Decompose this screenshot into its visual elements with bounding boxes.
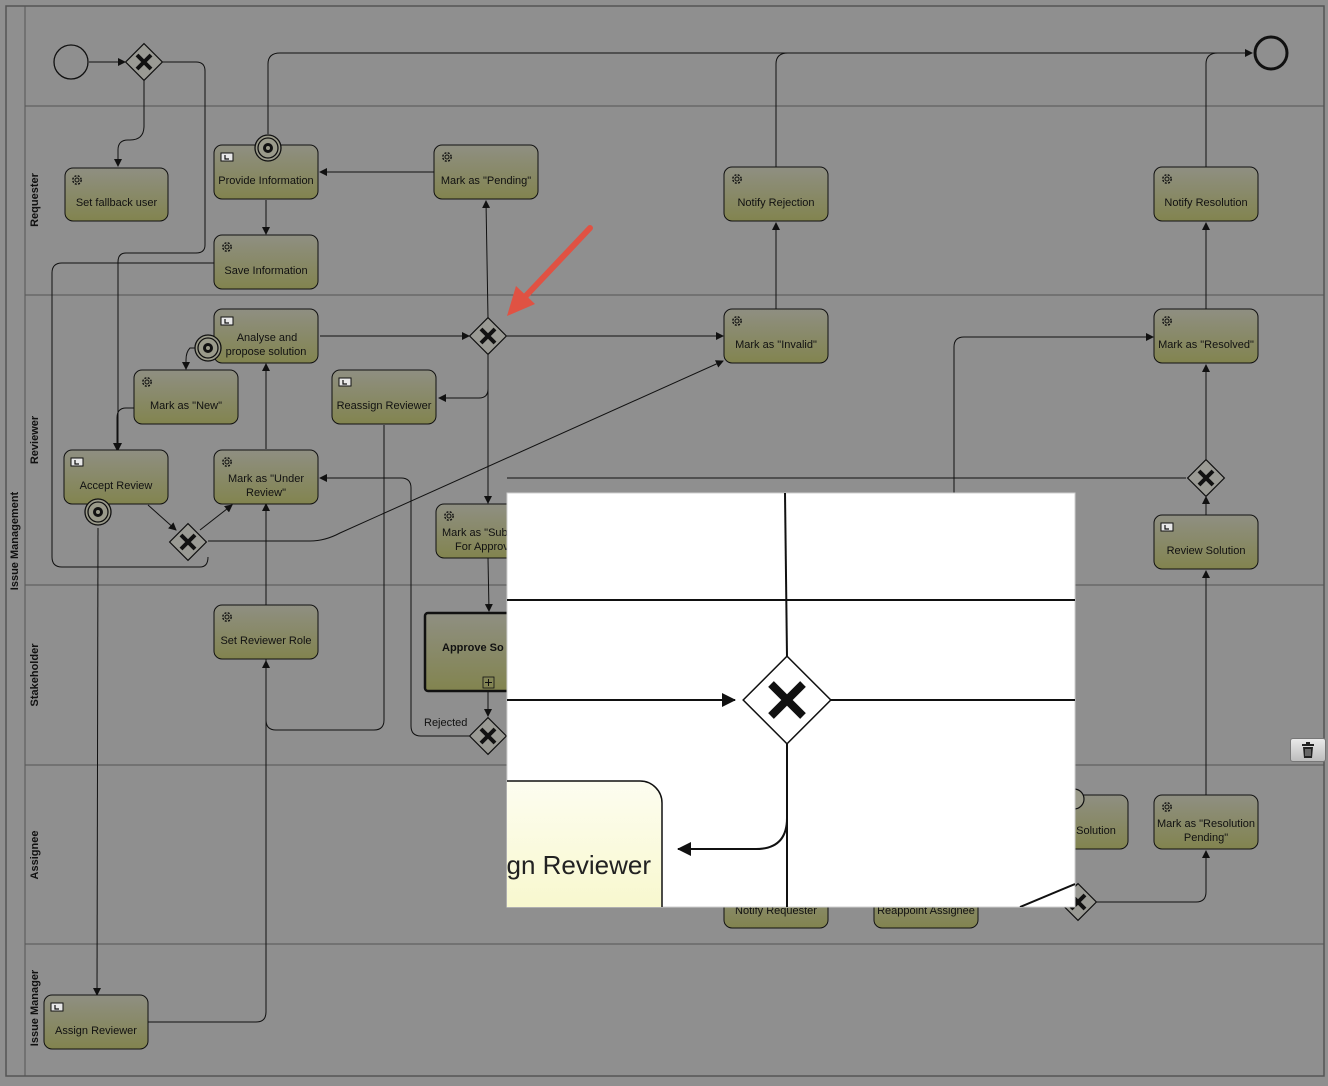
sequence-flow[interactable] [262, 425, 385, 731]
task-mark-pending[interactable]: Mark as "Pending" [433, 144, 539, 200]
end-event[interactable] [1253, 35, 1289, 71]
user-task-icon [220, 152, 234, 162]
task-label: Mark as "Pending" [441, 175, 531, 187]
canvas-layer: Issue Management Requester Reviewer Stak… [5, 5, 1325, 1077]
sequence-flow[interactable] [147, 504, 177, 531]
task-assign-reviewer[interactable]: Assign Reviewer [43, 994, 149, 1050]
boundary-event-icon[interactable] [254, 134, 282, 162]
task-label: Reassign Reviewer [337, 400, 432, 412]
sequence-flow[interactable] [482, 200, 491, 319]
start-event[interactable] [53, 44, 89, 80]
zoom-inset: gn Reviewer [506, 492, 1076, 908]
pool-label: Issue Management [9, 491, 21, 590]
task-magnified: gn Reviewer [506, 780, 663, 907]
user-task-icon [70, 457, 84, 467]
task-label: Mark as "Under [228, 473, 304, 485]
lane-label-reviewer: Reviewer [29, 415, 41, 464]
task-set-fallback-user[interactable]: Set fallback user [64, 167, 169, 222]
task-notify-resolution[interactable]: Notify Resolution [1153, 166, 1259, 222]
task-label: Notify Resolution [1164, 197, 1247, 209]
boundary-event-icon[interactable] [84, 498, 112, 526]
task-label: Provide Information [218, 175, 313, 187]
pool-border [5, 5, 1325, 1077]
task-label: Save Information [224, 265, 307, 277]
delete-button[interactable] [1290, 738, 1326, 762]
lane-label-requester: Requester [29, 172, 41, 227]
rejected-flow-label: Rejected [424, 717, 467, 729]
task-save-information[interactable]: Save Information [213, 234, 319, 290]
sequence-flow[interactable] [208, 360, 724, 542]
task-label: Review" [246, 487, 286, 499]
exclusive-gateway[interactable] [124, 42, 164, 82]
trash-icon [1302, 742, 1314, 758]
task-mark-invalid[interactable]: Mark as "Invalid" [723, 308, 829, 364]
task-review-solution[interactable]: Review Solution [1153, 514, 1259, 570]
task-provide-information[interactable]: Provide Information [213, 144, 319, 200]
task-label: propose solution [226, 346, 307, 358]
expand-marker-icon [482, 676, 495, 689]
task-reassign-reviewer[interactable]: Reassign Reviewer [331, 369, 437, 425]
task-label: Analyse and [237, 332, 298, 344]
exclusive-gateway-magnified [742, 655, 832, 745]
user-task-icon [50, 1002, 64, 1012]
user-task-icon [220, 316, 234, 326]
task-mark-under-review[interactable]: Mark as "Under Review" [213, 449, 319, 505]
task-label: Set Reviewer Role [220, 635, 311, 647]
task-label: Mark as "New" [150, 400, 222, 412]
sequence-flow[interactable] [484, 557, 493, 612]
user-task-icon [338, 377, 352, 387]
sequence-flow[interactable] [51, 262, 214, 568]
task-set-reviewer-role[interactable]: Set Reviewer Role [213, 604, 319, 660]
sequence-flow[interactable] [319, 474, 470, 737]
sequence-flows [51, 49, 1253, 1023]
lane-label-issue-manager: Issue Manager [29, 969, 41, 1046]
task-label: For Approv [455, 541, 509, 553]
task-mark-resolved[interactable]: Mark as "Resolved" [1153, 308, 1259, 364]
sequence-flow[interactable] [93, 527, 102, 996]
task-mark-resolution-pending[interactable]: Mark as "Resolution Pending" [1153, 794, 1259, 850]
sequence-flow[interactable] [182, 347, 196, 370]
sequence-flow[interactable] [148, 503, 270, 1023]
lane-label-stakeholder: Stakeholder [29, 643, 41, 707]
task-label: Accept Review [80, 480, 153, 492]
sequence-flow[interactable] [775, 52, 789, 167]
sequence-flow[interactable] [953, 333, 1154, 493]
task-label: Set fallback user [76, 197, 158, 209]
sequence-flow[interactable] [267, 49, 1253, 134]
sequence-flow[interactable] [438, 355, 489, 402]
user-task-icon [1160, 522, 1174, 532]
exclusive-gateway[interactable] [168, 522, 208, 562]
task-label: Mark as "Resolved" [1158, 339, 1254, 351]
annotation-arrow-icon [507, 225, 593, 316]
task-label: Reappoint Assignee [877, 905, 975, 917]
exclusive-gateway[interactable] [468, 316, 508, 356]
task-notify-rejection[interactable]: Notify Rejection [723, 166, 829, 222]
exclusive-gateway[interactable] [468, 716, 508, 756]
task-label: Notify Rejection [737, 197, 814, 209]
sequence-flow[interactable] [1205, 52, 1219, 167]
task-analyse-and-propose-solution[interactable]: Analyse and propose solution [213, 308, 319, 364]
sequence-flow[interactable] [199, 504, 233, 531]
task-label: Notify Requester [735, 905, 817, 917]
task-label: Pending" [1184, 832, 1228, 844]
task-label: Assign Reviewer [55, 1025, 137, 1037]
sequence-flow[interactable] [1096, 850, 1210, 903]
task-label: Review Solution [1167, 545, 1246, 557]
task-accept-review[interactable]: Accept Review [63, 449, 169, 505]
sequence-flow[interactable] [113, 407, 134, 451]
task-label: Mark as "Resolution [1157, 818, 1255, 830]
sequence-flow[interactable] [114, 80, 145, 167]
task-label: Approve So [442, 642, 504, 654]
sequence-flow[interactable] [114, 61, 206, 451]
task-label: Mark as "Invalid" [735, 339, 817, 351]
task-label: Mark as "Sub [442, 527, 508, 539]
exclusive-gateway[interactable] [1186, 458, 1226, 498]
lane-label-assignee: Assignee [29, 831, 41, 880]
task-label-magnified: gn Reviewer [506, 850, 651, 880]
boundary-event-icon[interactable] [194, 334, 222, 362]
task-label: Solution [1076, 825, 1116, 837]
task-mark-new[interactable]: Mark as "New" [133, 369, 239, 425]
